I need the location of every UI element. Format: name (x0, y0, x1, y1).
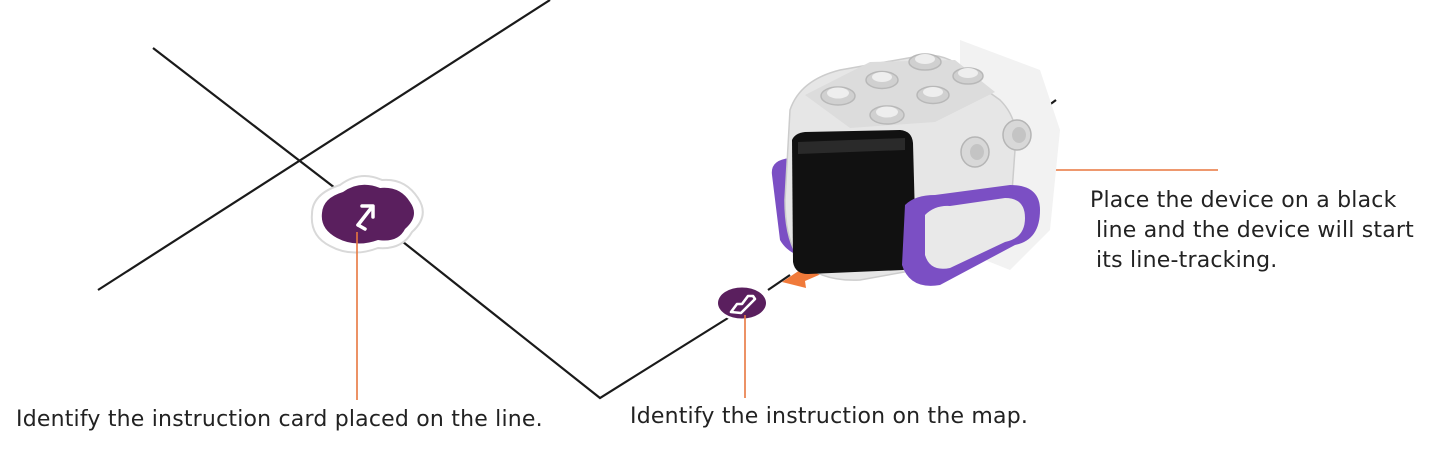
map-instruction-marker (715, 285, 769, 321)
caption-device-placement: Place the device on a black line and the… (1090, 186, 1420, 276)
caption-map-instruction: Identify the instruction on the map. (630, 404, 1029, 429)
staircase-icon (729, 294, 757, 315)
track-line-under-device (767, 274, 791, 291)
track-line-long-diagonal (97, 0, 551, 291)
track-line-route (397, 237, 729, 400)
track-line-crossing (152, 47, 336, 189)
caption-device-line-1: Place the device on a black (1090, 188, 1397, 213)
line-tracking-robot (771, 40, 1060, 286)
caption-device-line-3: its line-tracking. (1096, 248, 1278, 273)
caption-instruction-card: Identify the instruction card placed on … (16, 407, 543, 432)
turn-arrow-icon (356, 204, 375, 231)
caption-device-line-2: line and the device will start (1096, 218, 1414, 243)
instruction-card (310, 175, 424, 254)
